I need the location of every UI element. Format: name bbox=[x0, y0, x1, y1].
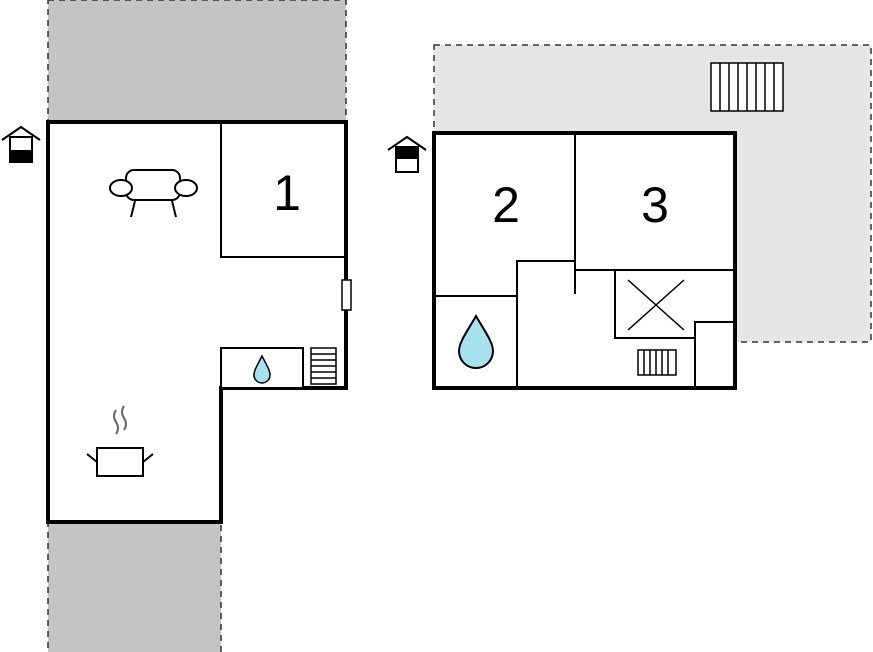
void-cross bbox=[627, 279, 685, 331]
cooking-pot-icon bbox=[86, 405, 154, 477]
room-1-walls bbox=[220, 122, 346, 258]
house-entrance-icon bbox=[1, 125, 41, 163]
left-building-walls bbox=[46, 120, 348, 524]
small-closet-walls bbox=[694, 321, 735, 388]
room-number-3: 3 bbox=[641, 177, 669, 233]
room-number-1: 1 bbox=[273, 165, 301, 221]
terrace-top-left bbox=[47, 0, 347, 123]
stairs-icon bbox=[710, 62, 784, 112]
water-drop-icon bbox=[457, 313, 495, 369]
terrace-bottom-left bbox=[47, 521, 222, 652]
house-entrance-icon bbox=[387, 135, 427, 173]
water-drop-icon bbox=[253, 354, 271, 384]
window bbox=[341, 279, 352, 311]
sofa-icon bbox=[109, 169, 198, 218]
closet-walls bbox=[614, 270, 695, 339]
stairs-icon bbox=[637, 349, 677, 376]
hall-walls bbox=[516, 260, 575, 388]
room-number-2: 2 bbox=[492, 177, 520, 233]
stairs-icon bbox=[310, 347, 337, 385]
